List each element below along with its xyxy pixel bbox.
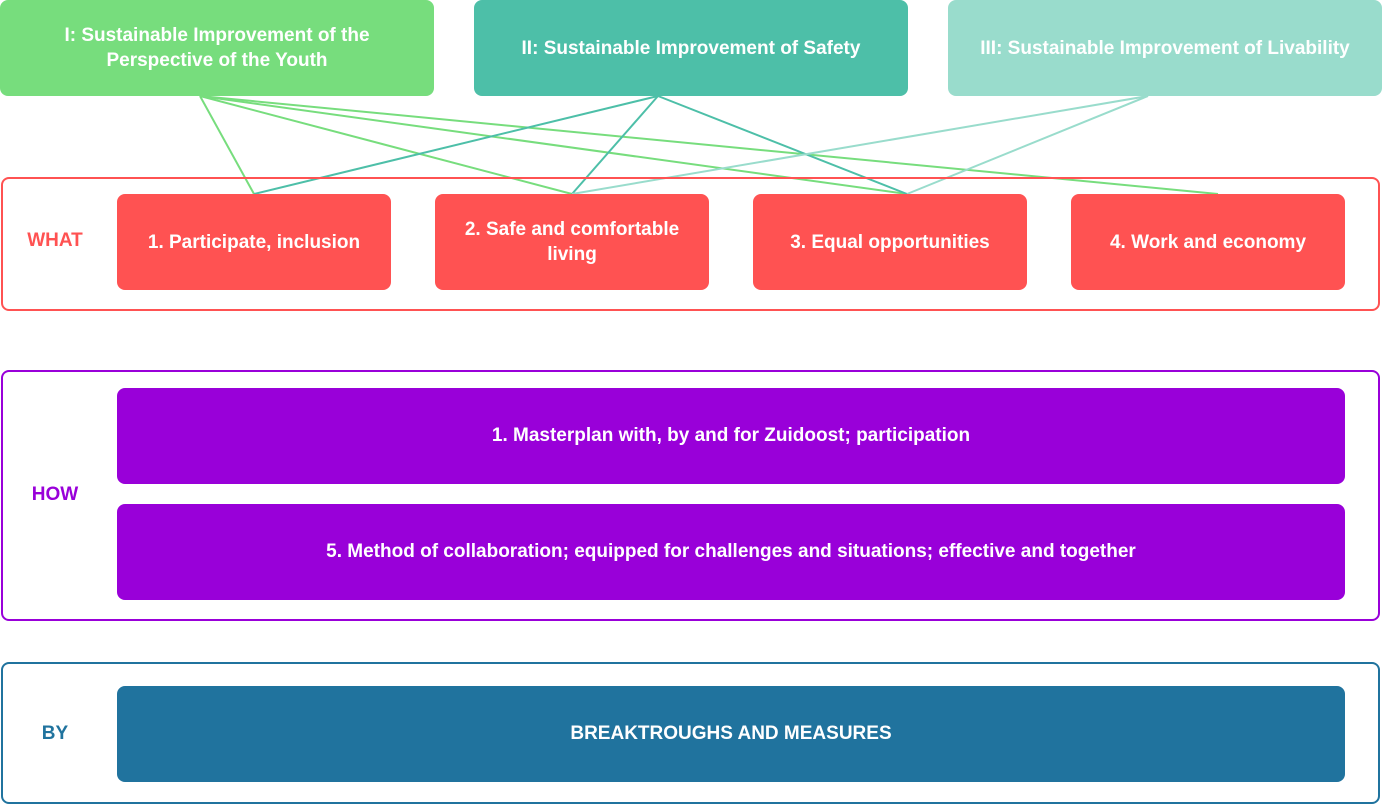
goal-youth-perspective: I: Sustainable Improvement of the Perspe…	[0, 0, 434, 96]
what-section-frame: WHAT	[1, 177, 1380, 311]
how-section-frame: HOW	[1, 370, 1380, 621]
how-item-masterplan: 1. Masterplan with, by and for Zuidoost;…	[117, 388, 1345, 484]
how-item-collaboration-method: 5. Method of collaboration; equipped for…	[117, 504, 1345, 600]
what-item-safe-living: 2. Safe and comfortable living	[435, 194, 709, 290]
what-item-participate-inclusion: 1. Participate, inclusion	[117, 194, 391, 290]
what-section-label: WHAT	[27, 230, 83, 251]
goal-livability: III: Sustainable Improvement of Livabili…	[948, 0, 1382, 96]
by-item-breakthroughs-measures: BREAKTROUGHS AND MEASURES	[117, 686, 1345, 782]
what-item-work-economy: 4. Work and economy	[1071, 194, 1345, 290]
by-section-label: BY	[41, 723, 69, 744]
goal-safety: II: Sustainable Improvement of Safety	[474, 0, 908, 96]
by-section-frame: BY	[1, 662, 1380, 804]
what-item-equal-opportunities: 3. Equal opportunities	[753, 194, 1027, 290]
how-section-label: HOW	[31, 484, 79, 505]
